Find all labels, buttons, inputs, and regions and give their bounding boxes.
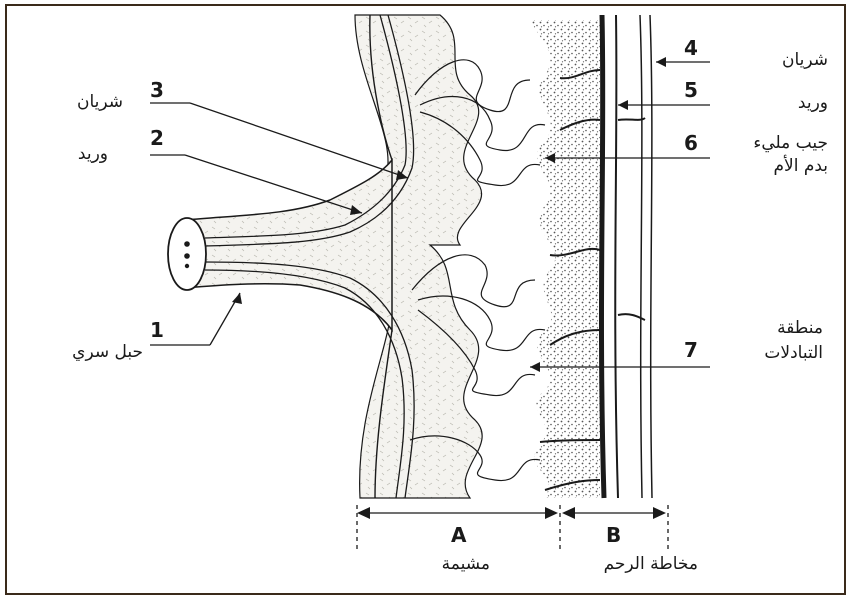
label-artery-left: شريان <box>77 92 123 113</box>
cord-vessel <box>184 241 190 247</box>
label-number-3: 3 <box>150 80 164 100</box>
label-vein-right: وريد <box>798 93 828 114</box>
label-number-4: 4 <box>684 38 698 58</box>
label-exchange-line1: منطقة <box>777 318 823 339</box>
label-section-b: B <box>606 525 621 545</box>
label-umbilical-cord: حبل سري <box>72 342 143 363</box>
label-number-2: 2 <box>150 128 164 148</box>
label-uterine-mucosa: مخاطة الرحم <box>604 554 698 575</box>
label-placenta: مشيمة <box>442 554 490 575</box>
label-sinus-line2: بدم الأم <box>773 156 828 177</box>
label-number-6: 6 <box>684 133 698 153</box>
label-number-1: 1 <box>150 320 164 340</box>
label-number-7: 7 <box>684 340 698 360</box>
label-sinus-line1: جيب مليء <box>753 133 828 154</box>
label-section-a: A <box>451 525 466 545</box>
section-markers <box>357 505 668 552</box>
label-vein-left: وريد <box>78 144 108 165</box>
label-number-5: 5 <box>684 80 698 100</box>
uterine-vessels <box>601 15 652 498</box>
cord-vessel <box>185 264 189 268</box>
label-artery-right: شريان <box>782 50 828 71</box>
label-exchange-line2: التبادلات <box>764 343 823 364</box>
cord-vessel <box>184 253 190 259</box>
